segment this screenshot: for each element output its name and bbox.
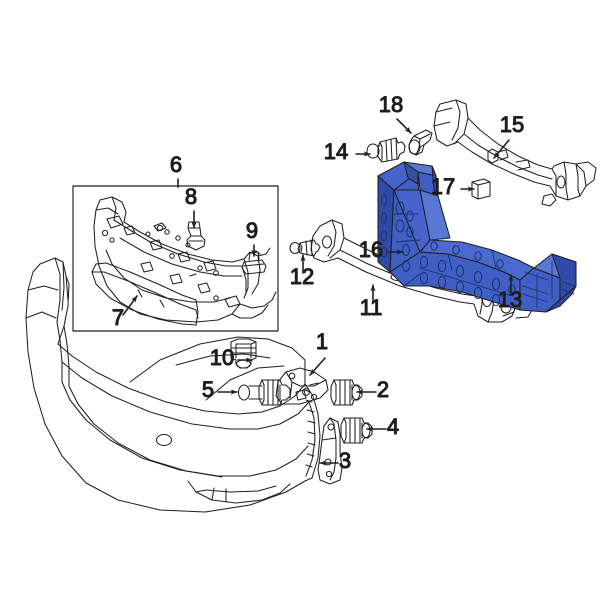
callout-14: 14	[323, 138, 371, 165]
retainer-clip-18	[408, 129, 433, 156]
callout-number-15[interactable]: 15	[499, 111, 525, 137]
callout-13: 13	[497, 274, 523, 313]
callout-number-11[interactable]: 11	[359, 294, 383, 320]
callout-number-9[interactable]: 9	[245, 217, 258, 243]
callout-number-3[interactable]: 3	[338, 447, 351, 473]
callout-17: 17	[430, 173, 475, 200]
upper-cover-part	[93, 196, 277, 323]
callout-number-12[interactable]: 12	[289, 263, 315, 289]
callout-12: 12	[289, 254, 315, 290]
callout-16: 16	[358, 236, 404, 263]
callout-leader-7	[122, 295, 138, 316]
callout-3: 3	[319, 447, 352, 474]
callout-9: 9	[245, 217, 259, 257]
callout-number-1[interactable]: 1	[315, 328, 328, 354]
spacer-block-17	[471, 178, 491, 200]
upper-tie-bar-part-15	[433, 99, 597, 207]
callout-11: 11	[359, 284, 383, 321]
callout-leader-18	[396, 118, 412, 134]
callout-leader-1	[309, 357, 326, 376]
bolt-part-5	[237, 379, 291, 406]
callout-7: 7	[111, 295, 138, 331]
front-bumper-fascia	[25, 257, 321, 513]
bracket-part-3	[317, 417, 343, 485]
callout-leader-15	[493, 139, 510, 159]
callout-number-8[interactable]: 8	[184, 183, 197, 209]
bracket-part-1	[275, 367, 329, 405]
callout-number-18[interactable]: 18	[378, 91, 404, 117]
callout-15: 15	[493, 111, 525, 159]
callout-number-5[interactable]: 5	[201, 376, 214, 402]
callout-number-14[interactable]: 14	[323, 138, 349, 164]
callout-6: 6	[169, 151, 183, 188]
callout-number-7[interactable]: 7	[111, 304, 124, 330]
callout-18: 18	[378, 91, 412, 134]
callout-10: 10	[209, 344, 253, 371]
callout-5: 5	[201, 376, 238, 403]
bolt-part-4	[340, 417, 373, 444]
callout-number-2[interactable]: 2	[376, 376, 389, 402]
bolt-part-12	[289, 239, 321, 257]
callout-number-13[interactable]: 13	[497, 286, 523, 312]
bolt-part-2	[330, 379, 363, 406]
bolt-part-10	[230, 338, 257, 369]
callout-8: 8	[184, 183, 198, 229]
callout-number-6[interactable]: 6	[169, 151, 182, 177]
callout-number-16[interactable]: 16	[358, 236, 384, 262]
callout-number-17[interactable]: 17	[430, 173, 456, 199]
bumper-reinforcement-bar-part-13	[377, 161, 577, 313]
bolt-part-14	[366, 137, 406, 163]
assembly-box-6	[72, 185, 279, 332]
callout-2: 2	[356, 376, 390, 403]
callout-4: 4	[366, 413, 400, 440]
seal-strip-part-7	[91, 262, 199, 326]
callout-number-4[interactable]: 4	[386, 413, 399, 439]
callout-1: 1	[309, 328, 329, 376]
callout-number-10[interactable]: 10	[209, 344, 235, 370]
